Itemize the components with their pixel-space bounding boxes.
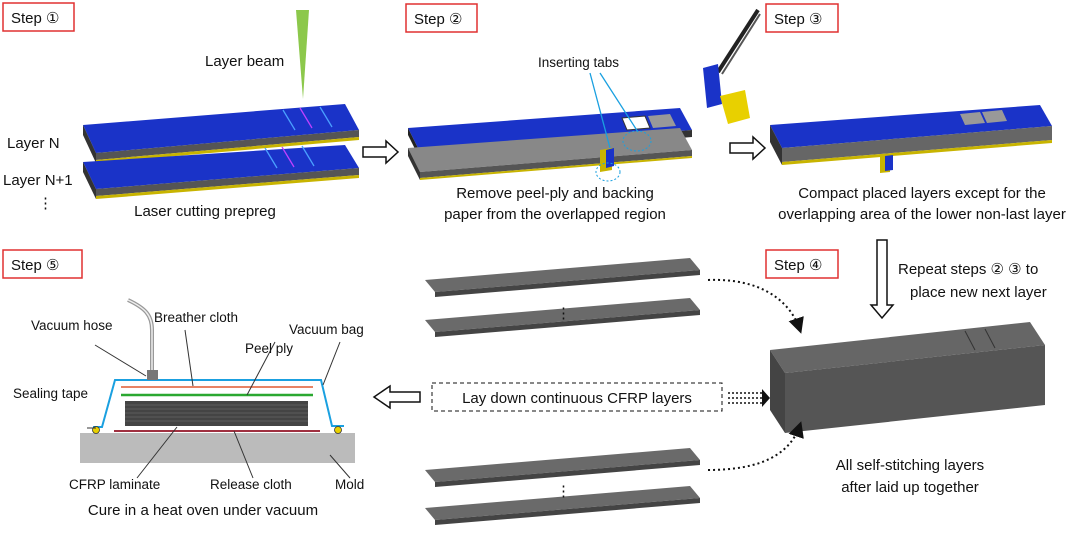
tweezers-icon [703,8,761,124]
continuous-strips-top [425,258,700,337]
continuous-strips-bottom [425,448,700,525]
step-5-leader-lines [87,329,351,479]
arrow-left [372,384,421,410]
inserting-tabs-label: Inserting tabs [538,55,619,70]
step-1-caption: Laser cutting prepreg [134,203,276,220]
continuous-layers-label: Lay down continuous CFRP layers [462,390,692,407]
svg-text:Step ⑤: Step ⑤ [11,257,59,274]
svg-text:Step ②: Step ② [414,11,462,28]
breather-cloth-label: Breather cloth [154,310,238,325]
mold [80,433,355,463]
layer-n-label: Layer N [7,135,60,152]
dotted-arrow-middle [728,389,770,407]
arrow-down [869,239,895,320]
step-5-caption: Cure in a heat oven under vacuum [88,502,318,519]
laser-beam [296,10,309,99]
layer-n1-label: Layer N+1 [3,172,73,189]
vacuum-bag-setup [80,298,355,463]
cfrp-laminate-label: CFRP laminate [69,477,160,492]
continuous-layers-box [431,382,723,412]
step-1-label: Step ① [2,2,75,32]
repeat-line-1: Repeat steps ② ③ to [898,261,1038,278]
vacuum-hose [127,298,154,370]
sealing-tape-right [334,426,342,434]
strips-dots-top: ⋮ [556,305,571,322]
peel-ply-label: Peel ply [245,341,293,356]
tabs-pointer-1 [589,72,611,149]
layer-n1-strip [83,145,359,199]
sealing-tape-label: Sealing tape [13,386,88,401]
cfrp-laminate [125,401,308,426]
svg-text:Step ③: Step ③ [774,11,822,28]
hose-connector [147,370,158,380]
repeat-line-2: place new next layer [910,284,1047,301]
step-3-label: Step ③ [765,3,839,33]
svg-text:Step ④: Step ④ [774,257,822,274]
step-4-caption-line-1: All self-stitching layers [836,457,984,474]
mold-label: Mold [335,477,364,492]
dotted-arrow-bottom [707,421,804,471]
arrow-right-2 [729,135,767,161]
svg-text:Step ①: Step ① [11,10,59,27]
release-cloth-label: Release cloth [210,477,292,492]
step-3-strip [770,105,1052,173]
step-3-caption-line-2: overlapping area of the lower non-last l… [778,206,1066,223]
step-4-caption-line-2: after laid up together [841,479,979,496]
step-5-label: Step ⑤ [2,249,83,279]
layer-n-strip [83,104,359,163]
vacuum-bag-label: Vacuum bag [289,322,364,337]
step-2-label: Step ② [405,3,478,33]
tabs-pointer-2 [599,72,639,133]
more-layers-dots: ⋮ [38,195,53,212]
layer-beam-label: Layer beam [205,53,284,70]
step-2-strips [408,108,692,182]
dotted-arrow-top [707,278,804,334]
step-3-caption-line-1: Compact placed layers except for the [798,185,1046,202]
vacuum-bag [93,379,344,428]
stitched-layer-stack [770,322,1045,433]
vacuum-hose-label: Vacuum hose [31,318,113,333]
step-2-caption-line-2: paper from the overlapped region [444,206,666,223]
arrow-right-1 [362,139,400,165]
strips-dots-bottom: ⋮ [556,483,571,500]
step-2-caption-line-1: Remove peel-ply and backing [456,185,654,202]
step-4-label: Step ④ [765,249,839,279]
